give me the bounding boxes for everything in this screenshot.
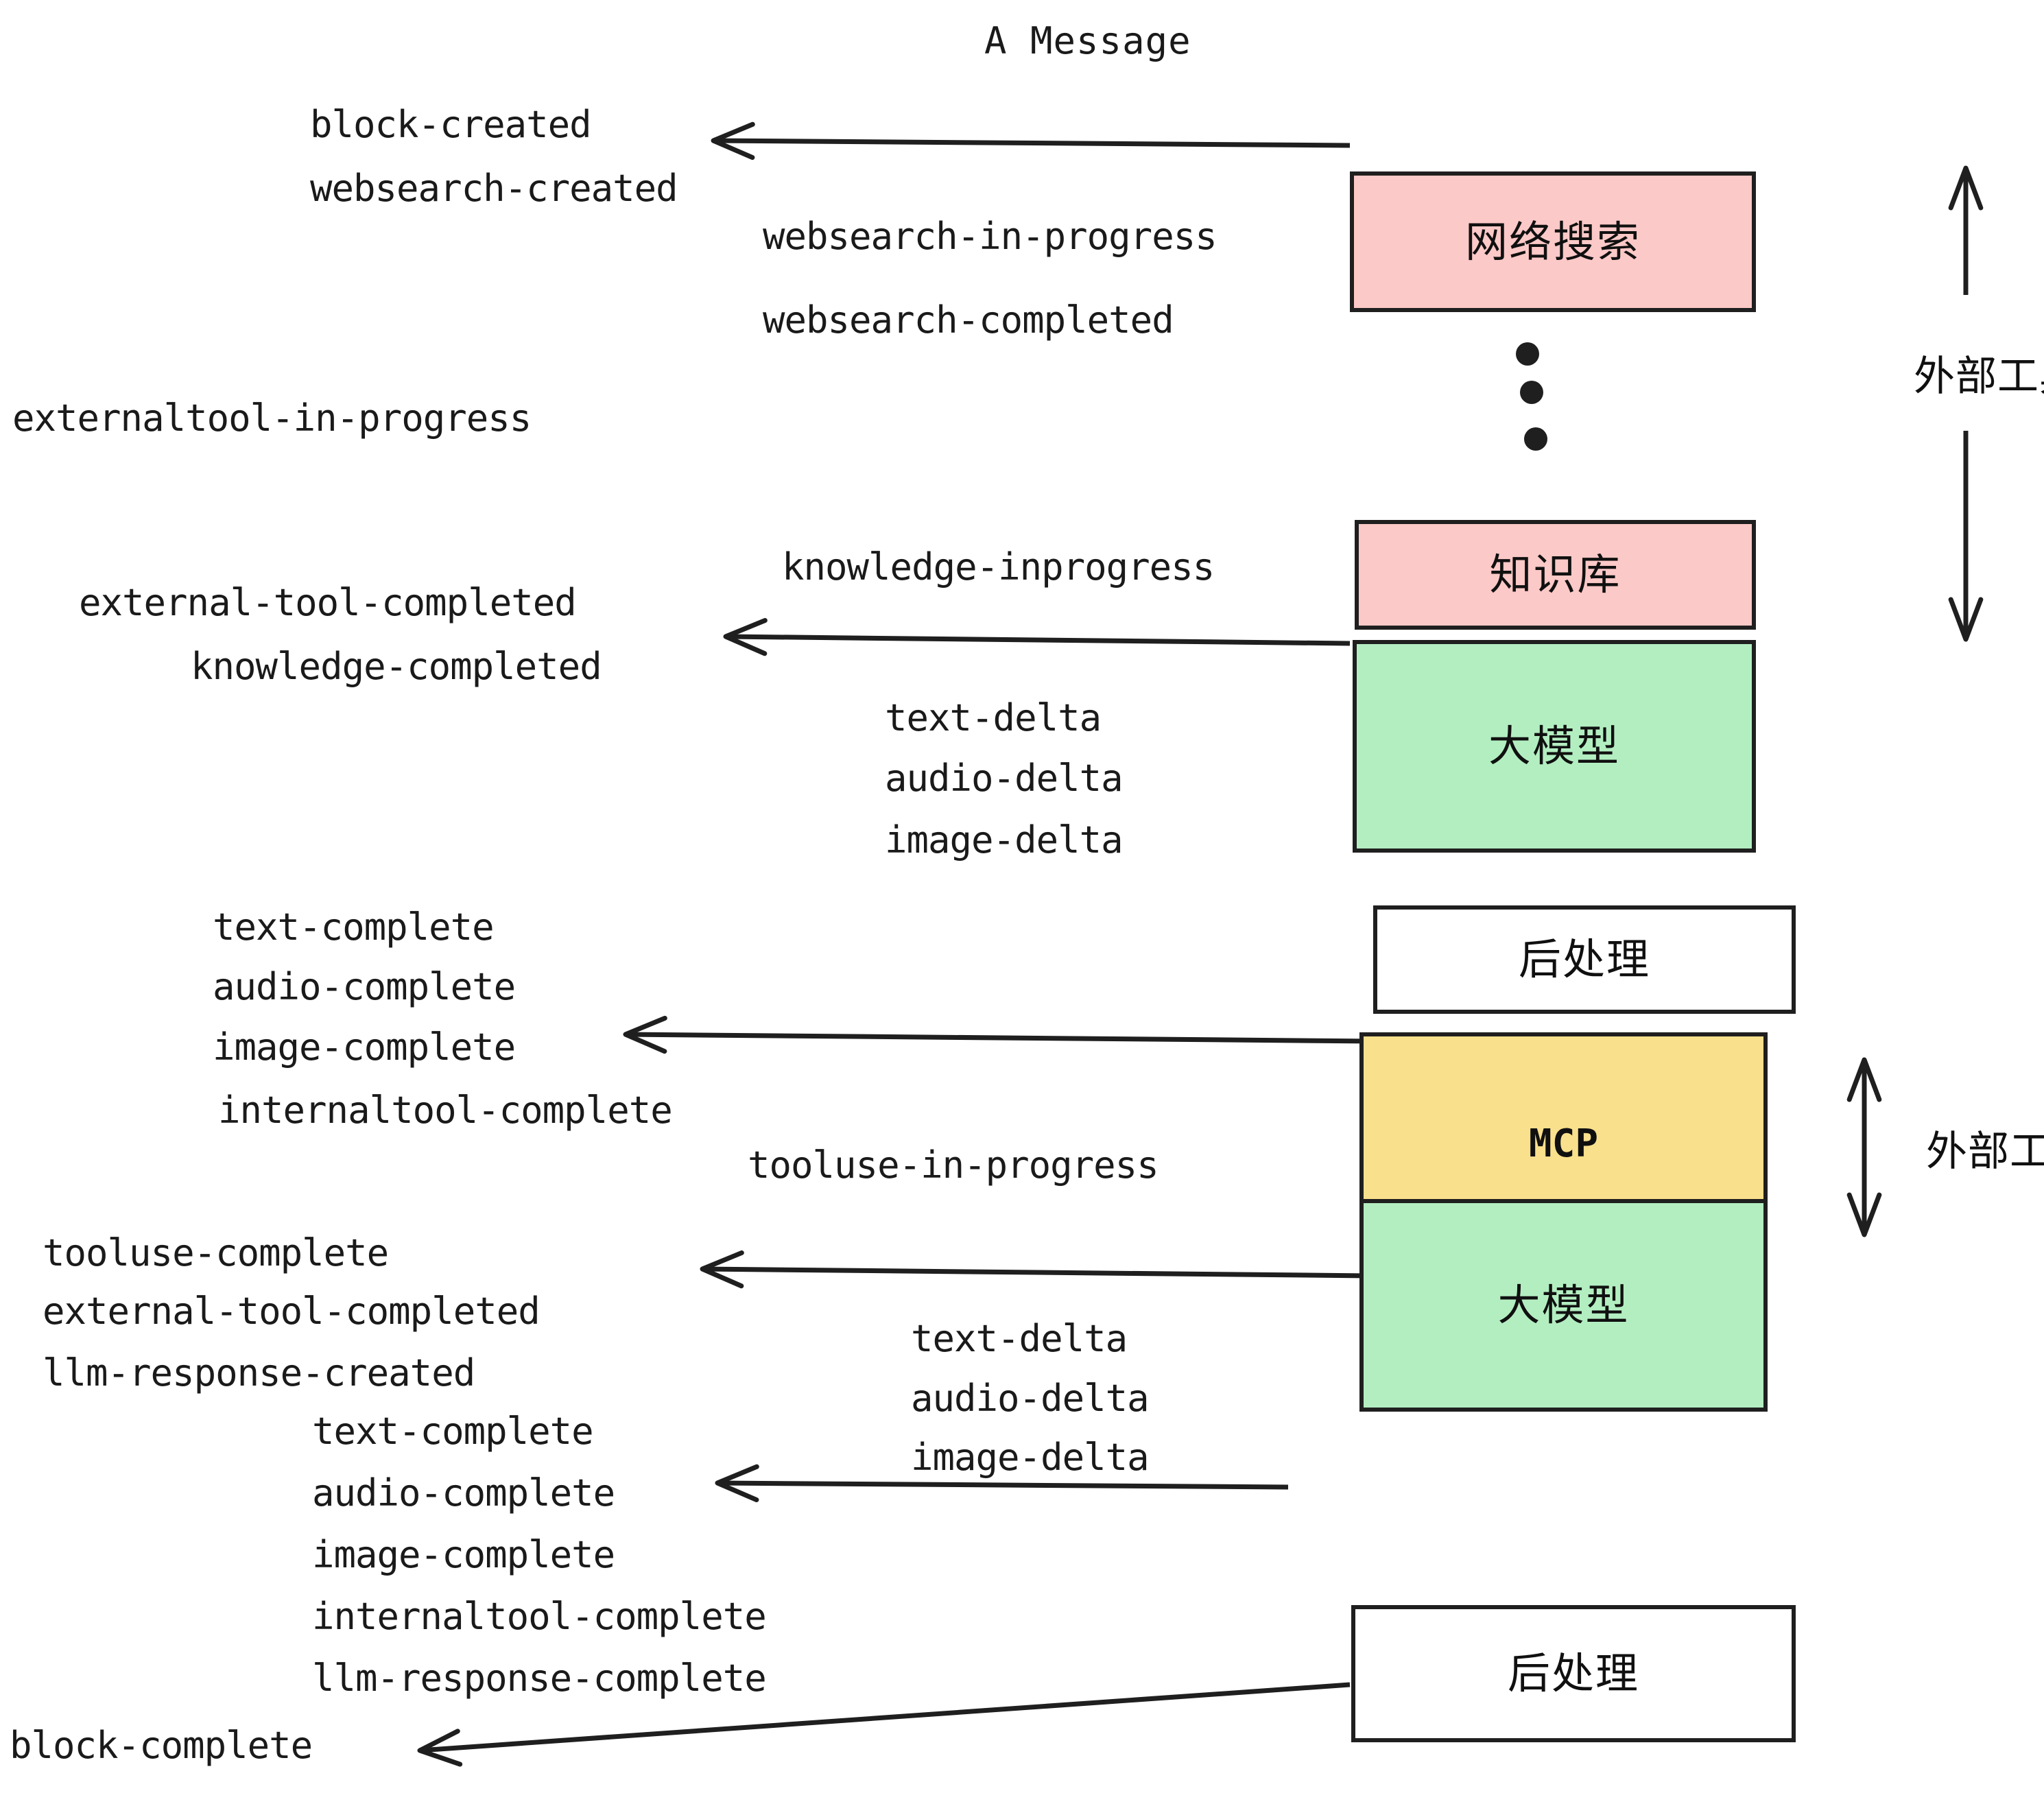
process-box-llm-1: 大模型 [1353, 640, 1756, 853]
arrow-llm1-to-events-shaft [725, 634, 1351, 646]
arrow-postprocess2-to-block-head [417, 1729, 463, 1767]
event-label: image-delta [885, 818, 1124, 862]
event-label: tooluse-in-progress [748, 1143, 1159, 1187]
event-label: audio-delta [911, 1377, 1150, 1420]
group-label-external-tool-bottom: 外部工具 [1926, 1128, 2044, 1176]
page-title: A Message [984, 19, 1191, 62]
process-box-label: 网络搜索 [1464, 216, 1641, 267]
process-box-label: 后处理 [1518, 934, 1650, 984]
process-box-postprocess-2: 后处理 [1351, 1605, 1796, 1742]
event-label: external-tool-completed [79, 581, 577, 624]
process-box-llm-2: 大模型 [1359, 1199, 1768, 1412]
event-label: llm-response-complete [312, 1657, 767, 1700]
process-box-label: 大模型 [1488, 721, 1620, 771]
event-label: block-complete [10, 1724, 313, 1767]
event-label: text-delta [885, 696, 1102, 739]
event-label: internaltool-complete [218, 1089, 673, 1132]
event-label: text-complete [213, 905, 495, 949]
arrow-llm2-to-events-head [700, 1250, 744, 1289]
event-label: audio-complete [312, 1471, 615, 1515]
arrow-websearch-to-events-shaft [713, 138, 1351, 148]
arrow-mcp-to-events-head [623, 1015, 667, 1054]
process-box-label: MCP [1528, 1121, 1599, 1166]
event-label: audio-delta [885, 757, 1124, 800]
group-label-external-tool-top: 外部工具 [1914, 353, 2044, 401]
event-label: internaltool-complete [312, 1595, 767, 1638]
external-tool-top-down-head [1948, 597, 1984, 642]
arrow-llm2-to-events-shaft [702, 1266, 1371, 1279]
event-label: image-complete [213, 1025, 516, 1069]
event-label: block-created [310, 103, 592, 146]
arrow-llm1-to-events-head [723, 617, 768, 656]
event-label: text-complete [312, 1410, 594, 1453]
external-tool-top-up-head [1948, 165, 1984, 211]
ellipsis-dot-3 [1524, 427, 1547, 451]
process-box-label: 大模型 [1497, 1280, 1630, 1330]
event-label: external-tool-completed [43, 1290, 540, 1333]
process-box-knowledge: 知识库 [1355, 520, 1756, 630]
arrow-mcp-to-events-shaft [625, 1032, 1376, 1044]
event-label: image-complete [312, 1533, 615, 1576]
arrow-llm2b-to-events-shaft [717, 1480, 1289, 1490]
arrow-llm2b-to-events-head [715, 1464, 759, 1503]
event-label: image-delta [911, 1436, 1150, 1479]
event-label: externaltool-in-progress [12, 396, 532, 440]
process-box-websearch: 网络搜索 [1350, 171, 1756, 312]
process-box-postprocess-1: 后处理 [1373, 905, 1796, 1014]
event-label: audio-complete [213, 965, 516, 1008]
event-label: llm-response-created [43, 1351, 475, 1394]
event-label: websearch-completed [763, 298, 1174, 342]
external-tool-bottom-down-head [1846, 1192, 1882, 1237]
ellipsis-dot-2 [1520, 381, 1543, 404]
event-label: tooluse-complete [43, 1231, 389, 1274]
event-label: websearch-created [310, 167, 678, 210]
arrow-websearch-to-events-head [711, 121, 755, 161]
external-tool-bottom-up-head [1846, 1057, 1882, 1102]
event-label: websearch-in-progress [763, 215, 1217, 258]
event-label: text-delta [911, 1317, 1128, 1360]
event-label: knowledge-completed [191, 645, 602, 688]
process-box-label: 后处理 [1507, 1648, 1639, 1698]
process-box-label: 知识库 [1489, 549, 1621, 600]
ellipsis-dot-1 [1516, 342, 1539, 366]
event-label: knowledge-inprogress [782, 545, 1215, 589]
